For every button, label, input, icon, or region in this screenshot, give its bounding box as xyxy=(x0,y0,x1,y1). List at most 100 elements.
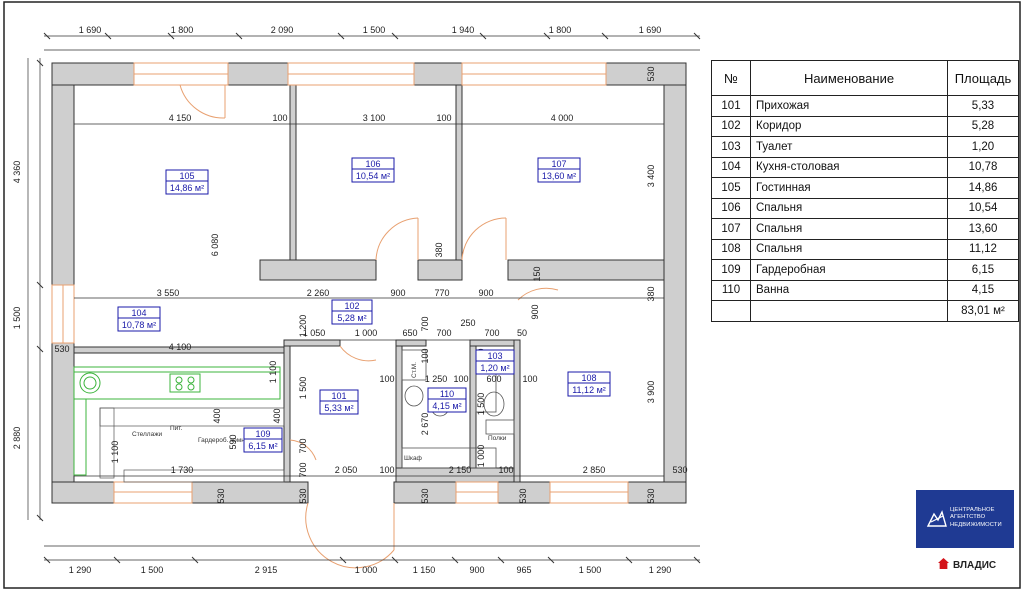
dim-1500: 1 500 xyxy=(476,393,486,416)
dim-1000: 1 000 xyxy=(476,445,486,468)
row-num: 107 xyxy=(711,218,751,240)
row-name-empty xyxy=(750,300,948,322)
dim-4150: 4 150 xyxy=(169,113,192,123)
kitchen-furniture xyxy=(73,366,281,476)
dim-900: 900 xyxy=(478,288,493,298)
dim-2050: 2 050 xyxy=(335,465,358,475)
dim-100: 100 xyxy=(420,348,430,363)
dim-bottom-9: 1 290 xyxy=(649,565,672,575)
row-num: 106 xyxy=(711,197,751,219)
row-name: Спальня xyxy=(750,197,948,219)
dim-1730: 1 730 xyxy=(171,465,194,475)
dim-2260: 2 260 xyxy=(307,288,330,298)
dim-bottom-4: 1 000 xyxy=(355,565,378,575)
room-area: 6,15 м² xyxy=(248,441,277,451)
dim-100: 100 xyxy=(379,465,394,475)
brand-mark: ВЛАДИС xyxy=(938,558,996,572)
room-number: 101 xyxy=(331,391,346,401)
row-name: Спальня xyxy=(750,218,948,240)
room-area: 10,78 м² xyxy=(122,320,156,330)
row-area: 4,15 xyxy=(947,279,1019,301)
brand-name: ВЛАДИС xyxy=(953,560,997,571)
logo-line-3: НЕДВИЖИМОСТИ xyxy=(950,521,1002,528)
dim-2670: 2 670 xyxy=(420,413,430,436)
row-area: 6,15 xyxy=(947,259,1019,281)
row-area: 10,78 xyxy=(947,156,1019,178)
label-washer: Ст.М. xyxy=(411,362,418,378)
row-num: 102 xyxy=(711,115,751,137)
room-number: 106 xyxy=(365,159,380,169)
dim-4100: 4 100 xyxy=(169,342,192,352)
dim-530: 530 xyxy=(298,488,308,503)
room-number: 108 xyxy=(581,373,596,383)
dim-top-7: 1 690 xyxy=(639,25,662,35)
dim-100: 100 xyxy=(272,113,287,123)
dimension-text: 1 690 1 800 2 090 1 500 1 940 1 800 1 69… xyxy=(12,25,688,575)
dim-530: 530 xyxy=(216,488,226,503)
row-name: Кухня-столовая xyxy=(750,156,948,178)
house-icon xyxy=(938,558,949,569)
dim-900: 900 xyxy=(390,288,405,298)
dim-1100: 1 100 xyxy=(110,441,120,464)
row-num: 104 xyxy=(711,156,751,178)
walls xyxy=(51,62,687,504)
dim-590: 590 xyxy=(228,434,238,449)
room-area: 11,12 м² xyxy=(572,385,606,395)
dim-1500: 1 500 xyxy=(298,377,308,400)
table-total-row: 83,01 м² xyxy=(711,300,1019,322)
row-num-empty xyxy=(711,300,751,322)
dim-left-1: 4 360 xyxy=(12,161,22,184)
dim-3550: 3 550 xyxy=(157,288,180,298)
drawing-frame xyxy=(3,1,1021,589)
room-tag-103: 103 1,20 м² xyxy=(475,349,515,375)
header-name: Наименование xyxy=(750,60,948,96)
dim-650: 650 xyxy=(402,328,417,338)
dim-700: 700 xyxy=(298,462,308,477)
door-swings xyxy=(179,84,559,569)
room-tag-110: 110 4,15 м² xyxy=(427,387,467,413)
row-name: Туалет xyxy=(750,136,948,158)
row-area: 5,28 xyxy=(947,115,1019,137)
label-shelving: Полки xyxy=(488,435,507,442)
dim-700: 700 xyxy=(436,328,451,338)
dim-770: 770 xyxy=(434,288,449,298)
dim-bottom-6: 900 xyxy=(469,565,484,575)
dim-2150: 2 150 xyxy=(449,465,472,475)
dim-bottom-8: 1 500 xyxy=(579,565,602,575)
dim-530: 530 xyxy=(420,488,430,503)
row-area: 13,60 xyxy=(947,218,1019,240)
dim-1000: 1 000 xyxy=(355,328,378,338)
dim-530: 530 xyxy=(646,66,656,81)
dim-250: 250 xyxy=(460,318,475,328)
dim-100: 100 xyxy=(453,374,468,384)
dim-400: 400 xyxy=(212,408,222,423)
room-number: 105 xyxy=(179,171,194,181)
row-area: 14,86 xyxy=(947,177,1019,199)
dim-4000: 4 000 xyxy=(551,113,574,123)
dim-top-2: 1 800 xyxy=(171,25,194,35)
dim-bottom-1: 1 290 xyxy=(69,565,92,575)
agency-logo-text: ЦЕНТРАЛЬНОЕ АГЕНТСТВО НЕДВИЖИМОСТИ xyxy=(950,507,1002,529)
logo-line-2: АГЕНТСТВО xyxy=(950,514,986,521)
dim-1200: 1 200 xyxy=(298,315,308,338)
dim-top-6: 1 800 xyxy=(549,25,572,35)
dim-530: 530 xyxy=(518,488,528,503)
room-number: 104 xyxy=(131,308,146,318)
row-area: 1,20 xyxy=(947,136,1019,158)
room-tag-109: 109 6,15 м² xyxy=(243,427,283,453)
room-area: 10,54 м² xyxy=(356,171,390,181)
row-num: 101 xyxy=(711,95,751,117)
furniture-labels: Стеллажи Пит. Гардероб. комната Ст.М. Шк… xyxy=(132,362,507,462)
dim-900: 900 xyxy=(530,304,540,319)
dim-top-1: 1 690 xyxy=(79,25,102,35)
dim-left-3: 2 880 xyxy=(12,427,22,450)
row-num: 105 xyxy=(711,177,751,199)
dim-100: 100 xyxy=(379,374,394,384)
row-num: 110 xyxy=(711,279,751,301)
label-shelves: Стеллажи xyxy=(132,431,163,438)
